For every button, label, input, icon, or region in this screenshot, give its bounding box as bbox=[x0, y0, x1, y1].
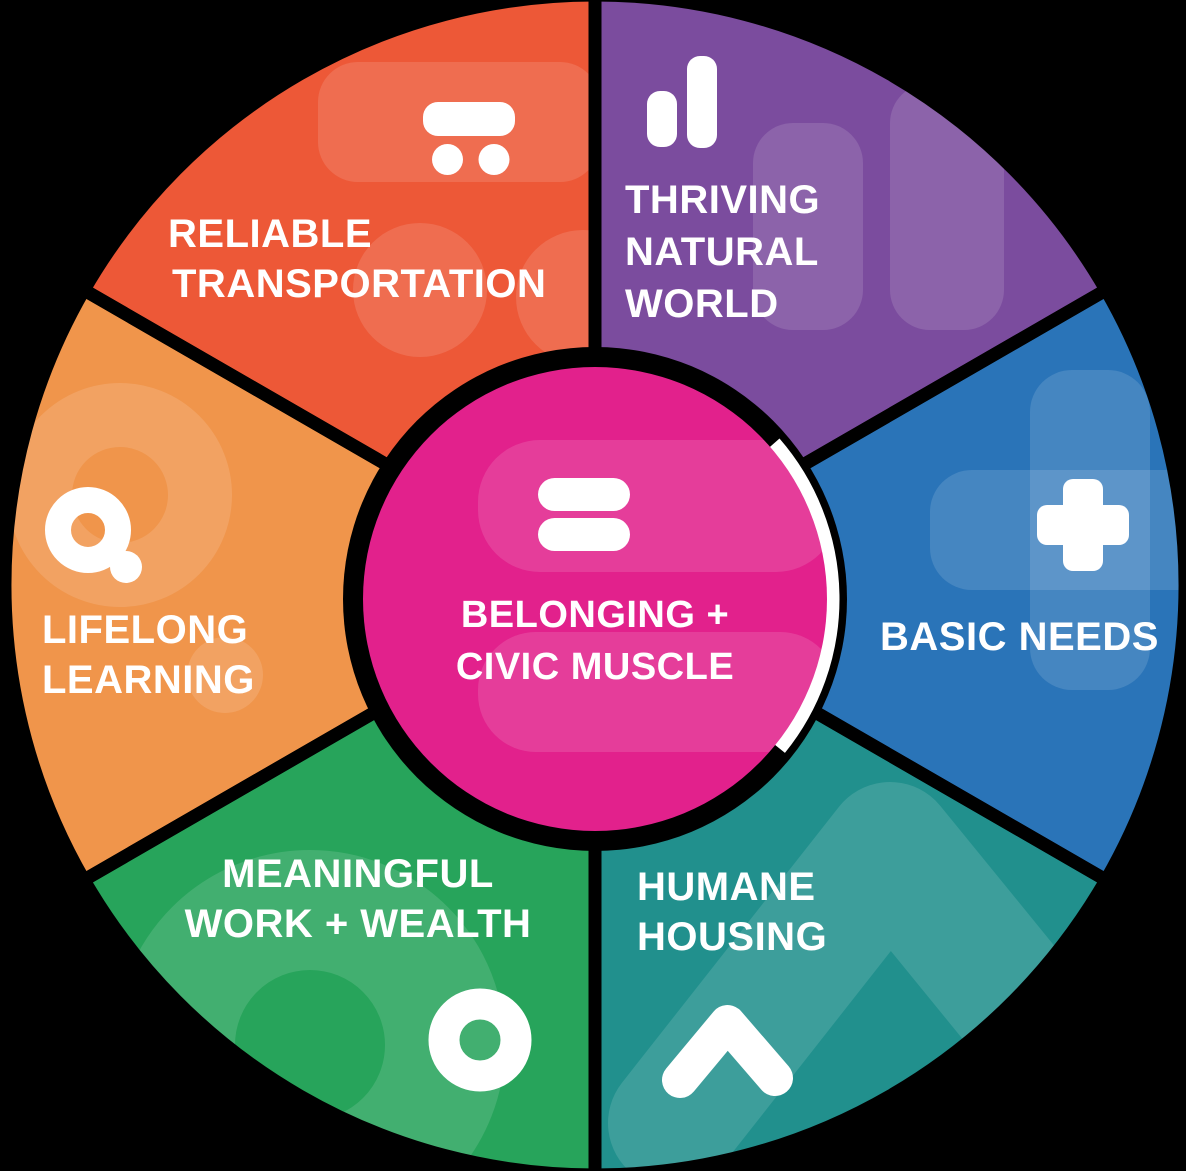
roof-chevron-icon bbox=[662, 1005, 793, 1098]
label-thriving-natural-world: THRIVING NATURAL WORLD bbox=[625, 178, 820, 326]
center-label-line: BELONGING + bbox=[461, 594, 729, 636]
segment-basic-needs bbox=[595, 290, 1186, 880]
segment-lifelong-learning bbox=[4, 290, 596, 880]
label-basic-needs: BASIC NEEDS bbox=[880, 615, 1159, 659]
center-highlight-arc bbox=[769, 438, 840, 753]
segment-label-line: HUMANE bbox=[637, 865, 816, 909]
bar-chart-watermark-icon bbox=[753, 83, 1004, 330]
label-meaningful-work-wealth: MEANINGFUL WORK + WEALTH bbox=[185, 852, 532, 946]
donut-circle-icon bbox=[428, 988, 532, 1092]
segment-label-line: BASIC NEEDS bbox=[880, 615, 1159, 659]
label-reliable-transportation: RELIABLE TRANSPORTATION bbox=[168, 212, 546, 306]
segment-label-line: WORLD bbox=[625, 282, 779, 326]
medical-cross-icon bbox=[1037, 479, 1129, 571]
segment-label-line: TRANSPORTATION bbox=[172, 262, 546, 306]
segment-label-line: LEARNING bbox=[42, 658, 255, 702]
center-label-line: CIVIC MUSCLE bbox=[456, 646, 734, 688]
trolley-watermark-icon bbox=[318, 62, 595, 364]
bar-chart-icon bbox=[647, 56, 717, 148]
label-lifelong-learning: LIFELONG LEARNING bbox=[42, 608, 255, 702]
segment-label-line: THRIVING bbox=[625, 178, 820, 222]
label-humane-housing: HUMANE HOUSING bbox=[637, 865, 827, 959]
segment-label-line: LIFELONG bbox=[42, 608, 248, 652]
segment-label-line: MEANINGFUL bbox=[222, 852, 494, 896]
equals-icon bbox=[538, 478, 630, 551]
center-circle-belonging-civic-muscle bbox=[363, 367, 827, 831]
segment-label-line: NATURAL bbox=[625, 230, 819, 274]
segment-label-line: HOUSING bbox=[637, 915, 827, 959]
segment-label-line: RELIABLE bbox=[168, 212, 372, 256]
label-belonging-civic-muscle: BELONGING + CIVIC MUSCLE bbox=[456, 594, 734, 688]
segment-label-line: WORK + WEALTH bbox=[185, 902, 532, 946]
trolley-icon bbox=[423, 102, 515, 175]
magnifier-icon bbox=[45, 487, 142, 583]
